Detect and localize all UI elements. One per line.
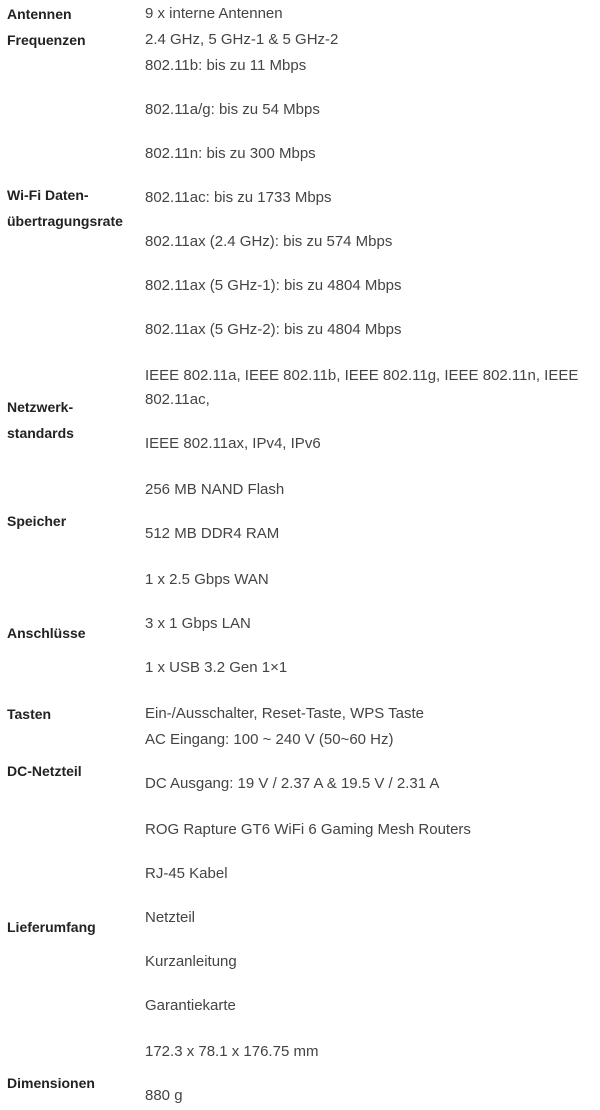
label-antennen: Antennen bbox=[7, 6, 72, 22]
label-frequenzen: Frequenzen bbox=[7, 32, 86, 48]
value-wifi-rate-0: 802.11b: bis zu 11 Mbps bbox=[145, 57, 307, 74]
value-antennen: 9 x interne Antennen bbox=[145, 5, 283, 22]
value-speicher-1: 512 MB DDR4 RAM bbox=[145, 525, 280, 542]
value-wifi-rate-1: 802.11a/g: bis zu 54 Mbps bbox=[145, 101, 320, 118]
value-tasten: Ein-/Ausschalter, Reset-Taste, WPS Taste bbox=[145, 705, 425, 722]
value-lieferumfang-1: RJ-45 Kabel bbox=[145, 865, 228, 882]
value-frequenzen: 2.4 GHz, 5 GHz-1 & 5 GHz-2 bbox=[145, 31, 339, 48]
value-wifi-rate-5: 802.11ax (5 GHz-1): bis zu 4804 Mbps bbox=[145, 277, 402, 294]
value-wifi-rate-3: 802.11ac: bis zu 1733 Mbps bbox=[145, 189, 332, 206]
label-anschluesse: Anschlüsse bbox=[7, 625, 86, 641]
value-wifi-rate-2: 802.11n: bis zu 300 Mbps bbox=[145, 145, 316, 162]
value-lieferumfang-3: Kurzanleitung bbox=[145, 953, 237, 970]
value-dimensionen-0: 172.3 x 78.1 x 176.75 mm bbox=[145, 1043, 319, 1060]
value-lieferumfang-0: ROG Rapture GT6 WiFi 6 Gaming Mesh Route… bbox=[145, 821, 471, 838]
value-dimensionen-1: 880 g bbox=[145, 1087, 183, 1104]
label-netzwerkstandards: Netzwerk- standards bbox=[7, 394, 137, 446]
value-wifi-rate-6: 802.11ax (5 GHz-2): bis zu 4804 Mbps bbox=[145, 321, 402, 338]
label-lieferumfang: Lieferumfang bbox=[7, 919, 96, 935]
value-netzwerkstandards-1: IEEE 802.11ax, IPv4, IPv6 bbox=[145, 435, 321, 452]
label-dc-netzteil: DC-Netzteil bbox=[7, 763, 82, 779]
value-dc-netzteil-1: DC Ausgang: 19 V / 2.37 A & 19.5 V / 2.3… bbox=[145, 775, 440, 792]
value-lieferumfang-2: Netzteil bbox=[145, 909, 196, 926]
value-dc-netzteil-0: AC Eingang: 100 ~ 240 V (50~60 Hz) bbox=[145, 731, 394, 748]
value-netzwerkstandards-0: IEEE 802.11a, IEEE 802.11b, IEEE 802.11g… bbox=[145, 367, 579, 408]
label-netzwerkstandards-line1: Netzwerk- bbox=[7, 399, 74, 415]
label-netzwerkstandards-line2: standards bbox=[7, 425, 74, 441]
value-lieferumfang-4: Garantiekarte bbox=[145, 997, 236, 1014]
label-speicher: Speicher bbox=[7, 513, 67, 529]
label-wifi-rate: Wi-Fi Daten- übertragungsrate bbox=[7, 182, 137, 234]
value-anschluesse-2: 1 x USB 3.2 Gen 1×1 bbox=[145, 659, 288, 676]
label-dimensionen: Dimensionen bbox=[7, 1075, 95, 1091]
label-wifi-rate-line2: übertragungsrate bbox=[7, 213, 123, 229]
value-anschluesse-0: 1 x 2.5 Gbps WAN bbox=[145, 571, 269, 588]
label-tasten: Tasten bbox=[7, 706, 52, 722]
value-speicher-0: 256 MB NAND Flash bbox=[145, 481, 285, 498]
value-wifi-rate-4: 802.11ax (2.4 GHz): bis zu 574 Mbps bbox=[145, 233, 393, 250]
label-wifi-rate-line1: Wi-Fi Daten- bbox=[7, 187, 89, 203]
value-anschluesse-1: 3 x 1 Gbps LAN bbox=[145, 615, 251, 632]
